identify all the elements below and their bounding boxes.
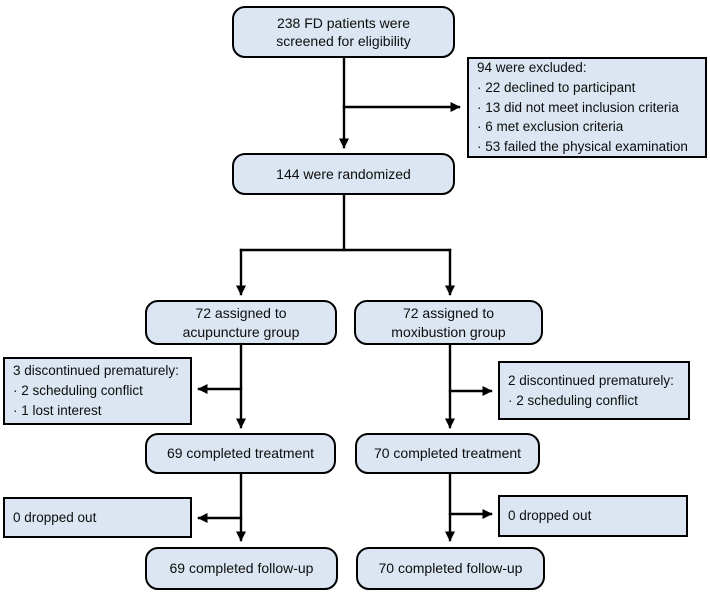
box-screened-line2: screened for eligibility (276, 33, 411, 49)
box-moxibustion-dropped-out-text: 0 dropped out (508, 508, 592, 524)
box-acupuncture-discontinued-title: 3 discontinued prematurely: (13, 363, 179, 379)
box-acupuncture-assigned-line2: acupuncture group (182, 323, 300, 340)
box-acupuncture-assigned-line1: 72 assigned to (195, 305, 287, 322)
box-moxibustion-discontinued: 2 discontinued prematurely: · 2 scheduli… (498, 361, 690, 420)
box-moxibustion-assigned-line2: moxibustion group (391, 323, 506, 340)
box-acupuncture-discontinued: 3 discontinued prematurely: · 2 scheduli… (3, 357, 192, 425)
box-moxibustion-assigned-line1: 72 assigned to (402, 305, 495, 322)
box-moxibustion-discontinued-item: · 2 scheduling conflict (508, 392, 638, 408)
box-moxibustion-completed-followup-text: 70 completed follow-up (378, 560, 523, 577)
box-acupuncture-dropped-out: 0 dropped out (3, 497, 192, 538)
box-acupuncture-discontinued-item: · 2 scheduling conflict (13, 383, 143, 399)
box-moxibustion-dropped-out: 0 dropped out (498, 495, 688, 537)
box-moxibustion-completed-followup: 70 completed follow-up (356, 547, 545, 590)
box-screened-line1: 238 FD patients were (276, 14, 411, 31)
box-excluded-item: · 53 failed the physical examination (477, 139, 688, 155)
box-excluded-item: · 22 declined to participant (477, 79, 636, 95)
box-moxibustion-assigned: 72 assigned to moxibustion group (354, 300, 543, 345)
box-excluded-title: 94 were excluded: (477, 59, 587, 75)
box-acupuncture-discontinued-item: · 1 lost interest (13, 402, 102, 418)
box-excluded: 94 were excluded: · 22 declined to parti… (467, 57, 707, 158)
box-moxibustion-completed-treatment-text: 70 completed treatment (373, 445, 522, 462)
box-acupuncture-completed-treatment-text: 69 completed treatment (166, 445, 315, 462)
box-acupuncture-completed-followup: 69 completed follow-up (145, 547, 338, 590)
box-moxibustion-discontinued-title: 2 discontinued prematurely: (508, 372, 674, 388)
box-excluded-item: · 6 met exclusion criteria (477, 119, 624, 135)
box-moxibustion-completed-treatment: 70 completed treatment (355, 433, 540, 474)
box-randomized-text: 144 were randomized (276, 165, 411, 182)
box-acupuncture-assigned: 72 assigned to acupuncture group (145, 300, 337, 345)
box-excluded-item: · 13 did not meet inclusion criteria (477, 99, 679, 115)
box-screened: 238 FD patients were screened for eligib… (232, 6, 455, 58)
box-acupuncture-completed-treatment: 69 completed treatment (145, 433, 336, 474)
box-randomized: 144 were randomized (232, 153, 455, 195)
box-acupuncture-completed-followup-text: 69 completed follow-up (169, 560, 314, 577)
box-acupuncture-dropped-out-text: 0 dropped out (13, 509, 97, 525)
